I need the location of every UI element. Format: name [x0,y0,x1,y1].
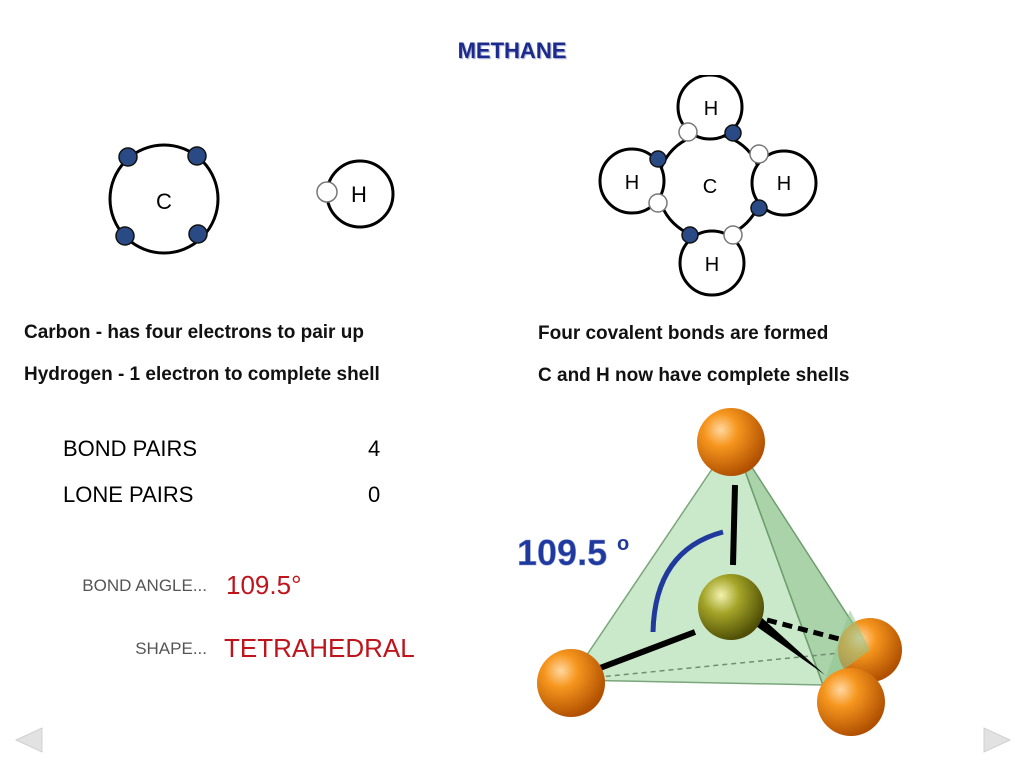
carbon-shell [108,143,220,255]
carbon-info-text: Carbon - has four electrons to pair up [24,322,364,343]
shape-label: SHAPE... [135,639,207,658]
carbon-electron [649,150,667,168]
carbon-electron [188,224,208,244]
shells-info-text: C and H now have complete shells [538,365,850,386]
bond-line [598,629,697,671]
hydrogen-shell-right [750,149,818,217]
methane-bond-diagram: C H H H H [598,75,818,297]
hydrogen-symbol: H [704,98,718,120]
bond-dash [766,617,844,643]
carbon-electron [750,199,768,217]
bonds-info-text: Four covalent bonds are formed [538,323,829,344]
model-angle-degree: o [617,533,629,555]
carbon-symbol: C [703,176,717,198]
arrow-right-icon[interactable] [976,724,1016,756]
bond-pairs-value: 4 [368,436,381,461]
hydrogen-shell-left [598,147,666,215]
hydrogen-shell-bottom [678,229,746,297]
model-angle-label: 109.5 [517,532,607,573]
hydrogen-electron [723,225,743,245]
tetrahedral-model: 109.5 o [517,408,902,736]
bond-angle-arc [650,529,724,633]
bond-angle-label: BOND ANGLE... [82,576,207,595]
arrow-left-icon[interactable] [10,724,50,756]
hydrogen-electron [678,122,698,142]
hydrogen-symbol: H [777,173,791,195]
carbon-electron [118,147,138,167]
carbon-electron [724,124,742,142]
separate-atoms-diagram: C H [108,143,395,255]
hydrogen-symbol: H [351,182,367,207]
hydrogen-electron [749,144,769,164]
bond-angle-value: 109.5° [226,570,302,600]
tetrahedron-face-overlay [823,610,870,685]
hydrogen-info-text: Hydrogen - 1 electron to complete shell [24,364,380,385]
bond-pairs-label: BOND PAIRS [63,436,198,461]
hydrogen-sphere-front [817,668,885,736]
hydrogen-electron [648,193,668,213]
carbon-electron [681,226,699,244]
carbon-symbol: C [156,189,172,214]
hydrogen-sphere-top [697,408,765,476]
bond-wedge [753,616,825,675]
carbon-sphere [698,574,764,640]
hydrogen-shell-top [676,75,744,141]
hydrogen-electron [316,181,338,203]
hydrogen-symbol: H [705,254,719,276]
hydrogen-symbol: H [625,172,639,194]
carbon-electron [115,226,135,246]
lone-pairs-label: LONE PAIRS [63,482,194,507]
bond-line [730,484,738,566]
lone-pairs-value: 0 [368,482,381,507]
shape-value: TETRAHEDRAL [224,633,415,663]
page-title: METHANE [457,38,567,63]
carbon-electron [187,146,207,166]
hydrogen-sphere-left [537,649,605,717]
